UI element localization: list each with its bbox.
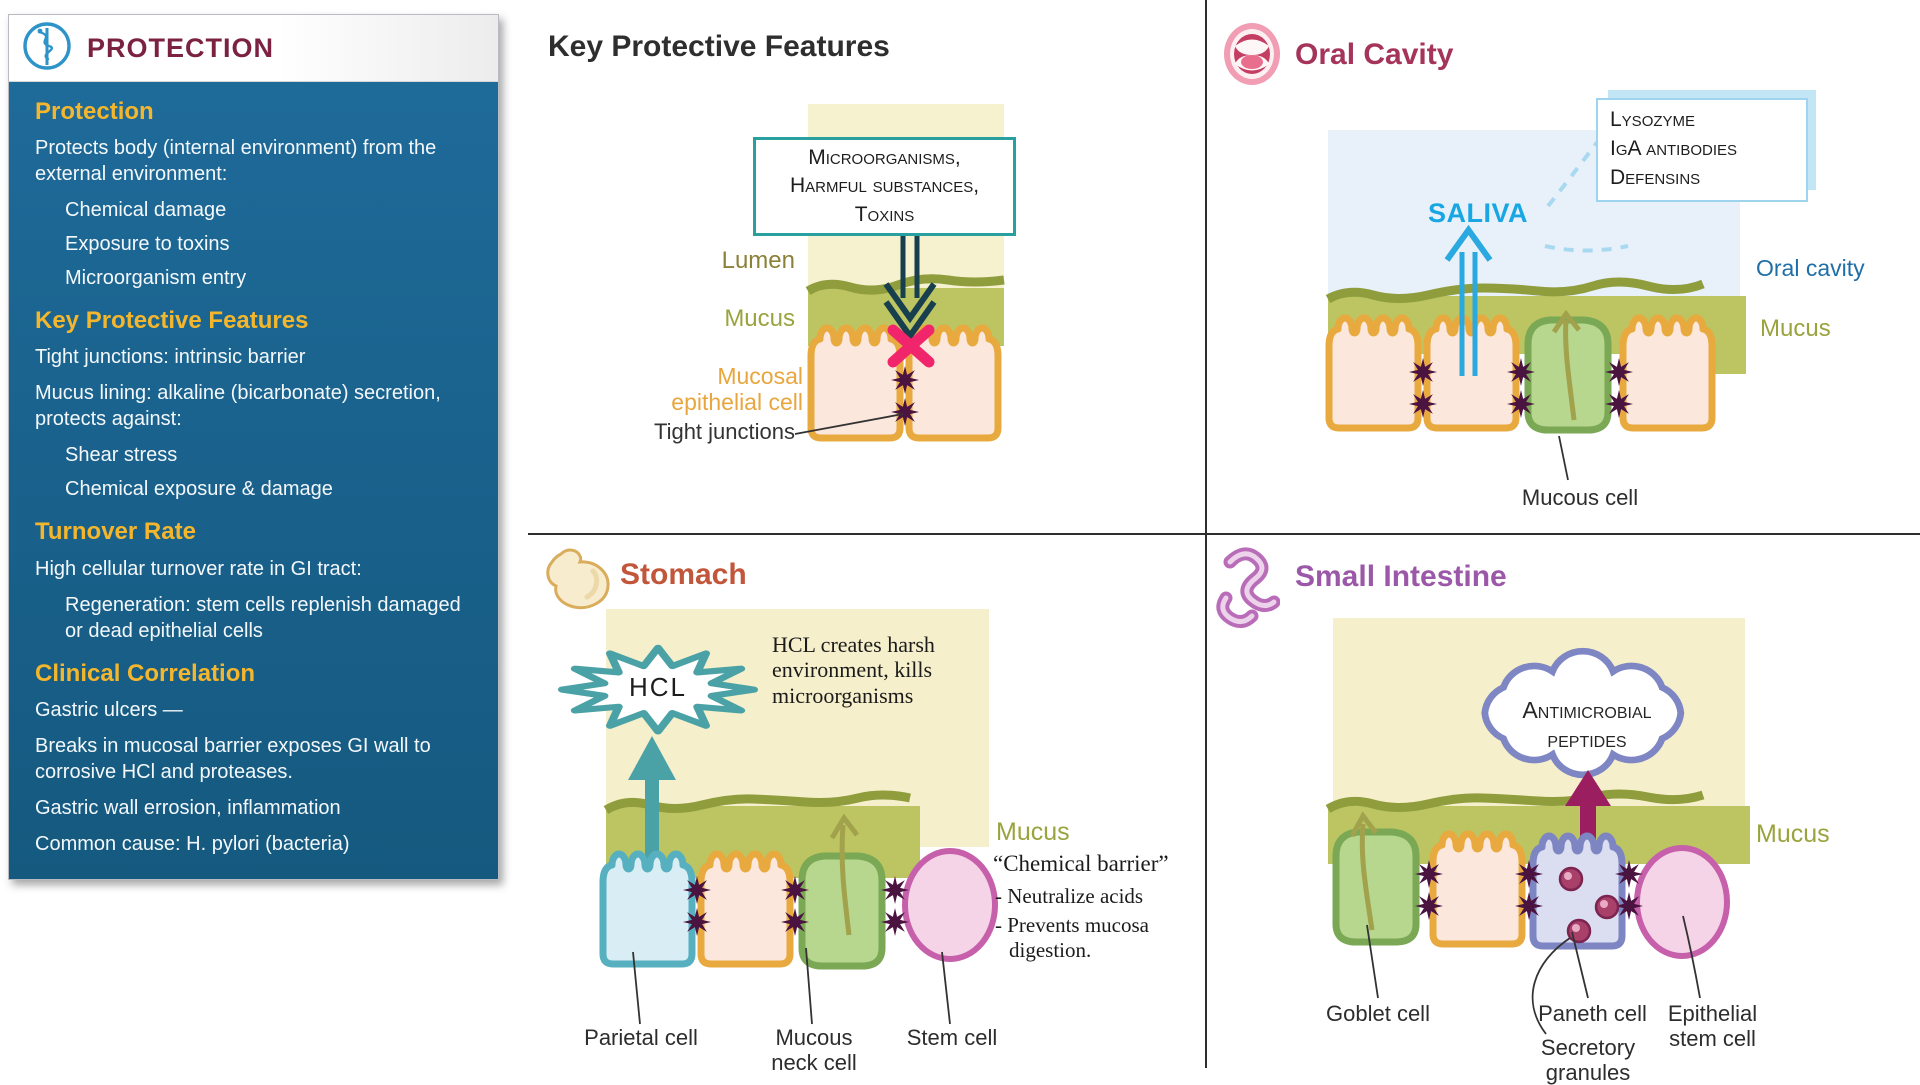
threat-line: Toxins [854,202,915,226]
sidebar-text: Mucus lining: alkaline (bicarbonate) sec… [35,382,441,431]
chemical-barrier-title: “Chemical barrier” [993,851,1169,876]
tight-junctions-label: Tight junctions [653,419,795,444]
list-item: Chemical exposure & damage [65,478,333,501]
intestine-icon [1216,546,1281,635]
sidebar-indent-list: Chemical damage Exposure to toxins Micro… [65,197,480,291]
saliva-label: SALIVA [1428,198,1529,228]
sidebar-text: Gastric ulcers — [35,698,183,721]
protection-sidebar: PROTECTION Protection Protects body (int… [8,14,499,880]
mucus-label: Mucus [724,305,795,332]
mucosal-epithelial-cell-label: Mucosal epithelial cell [671,363,803,415]
epithelial-stem-cell-label: Epithelial stem cell [1667,1001,1758,1051]
list-item: Microorganism entry [65,267,247,290]
mucus-label: Mucus [1760,315,1831,342]
goblet-cell-label: Goblet cell [1326,1001,1430,1026]
mucus-label: Mucus [1756,820,1830,848]
panel-title-stomach: Stomach [620,558,747,591]
panel-title-small-intestine: Small Intestine [1295,560,1507,593]
sidebar-text: High cellular turnover rate in GI tract: [35,557,362,580]
horizontal-divider [528,533,1920,535]
sidebar-heading-clinical: Clinical Correlation [35,659,256,687]
sidebar-text: Tight junctions: intrinsic barrier [35,346,306,369]
sidebar-title: PROTECTION [87,32,275,63]
hcl-note-text: HCL creates harsh environment, kills mic… [772,632,935,708]
mucous-cell-label: Mucous cell [1521,485,1639,510]
small-intestine-diagram [1325,618,1750,1035]
sidebar-text: Common cause: H. pylori (bacteria) [35,832,350,855]
stomach-diagram [540,609,998,1025]
panel-title-oral-cavity: Oral Cavity [1295,38,1454,71]
chemical-barrier-note: “Chemical barrier” Neutralize acids Prev… [993,850,1193,967]
sidebar-indent-list: Shear stress Chemical exposure & damage [65,442,480,502]
paneth-cell-label: Paneth cell [1538,1001,1647,1026]
sidebar-text: Gastric wall errosion, inflammation [35,796,341,819]
sidebar-header: PROTECTION [9,15,498,82]
hcl-label: HCL [628,672,687,702]
panel-title-key-features: Key Protective Features [548,30,890,63]
threat-callout-box: Microorganisms, Harmful substances, Toxi… [753,137,1016,236]
threat-line: Harmful substances, [789,174,980,198]
callout-line: Lysozyme [1610,108,1696,131]
callout-line: IgA antibodies [1610,136,1738,160]
mouth-icon [1222,20,1282,93]
sidebar-heading-turnover: Turnover Rate [35,518,196,546]
mucous-neck-cell-label: Mucous neck cell [771,1025,857,1075]
cloud-line: peptides [1547,725,1627,752]
stem-cell-label: Stem cell [906,1025,998,1050]
mucus-label: Mucus [996,818,1070,846]
list-item: Chemical damage [65,199,227,222]
medical-staff-icon [21,20,73,77]
barrier-item: Neutralize acids [993,884,1193,909]
list-item: Exposure to toxins [65,233,230,256]
parietal-cell-label: Parietal cell [584,1025,698,1050]
barrier-item: Prevents mucosa digestion. [993,913,1193,963]
cloud-line: Antimicrobial [1522,697,1652,723]
sidebar-text: Breaks in mucosal barrier exposes GI wal… [35,734,431,783]
antimicrobial-peptides-label: Antimicrobial peptides [1484,696,1690,754]
lumen-label: Lumen [721,247,795,274]
list-item: Shear stress [65,444,178,467]
secretory-granules-label: Secretory granules [1540,1035,1636,1085]
callout-line: Defensins [1610,165,1701,189]
saliva-contents-callout: Lysozyme IgA antibodies Defensins [1596,98,1808,202]
oral-cavity-diagram [1215,130,1746,481]
sidebar-body: Protection Protects body (internal envir… [9,82,498,879]
sidebar-heading-key-features: Key Protective Features [35,307,309,335]
oral-cavity-label: Oral cavity [1756,255,1865,281]
list-item: Regeneration: stem cells replenish damag… [65,593,461,642]
sidebar-text: Protects body (internal environment) fro… [35,137,437,186]
threat-line: Microorganisms, [808,145,961,169]
stomach-icon [537,546,611,617]
sidebar-heading-protection: Protection [35,98,154,125]
sidebar-indent-list: Regeneration: stem cells replenish damag… [65,592,480,644]
